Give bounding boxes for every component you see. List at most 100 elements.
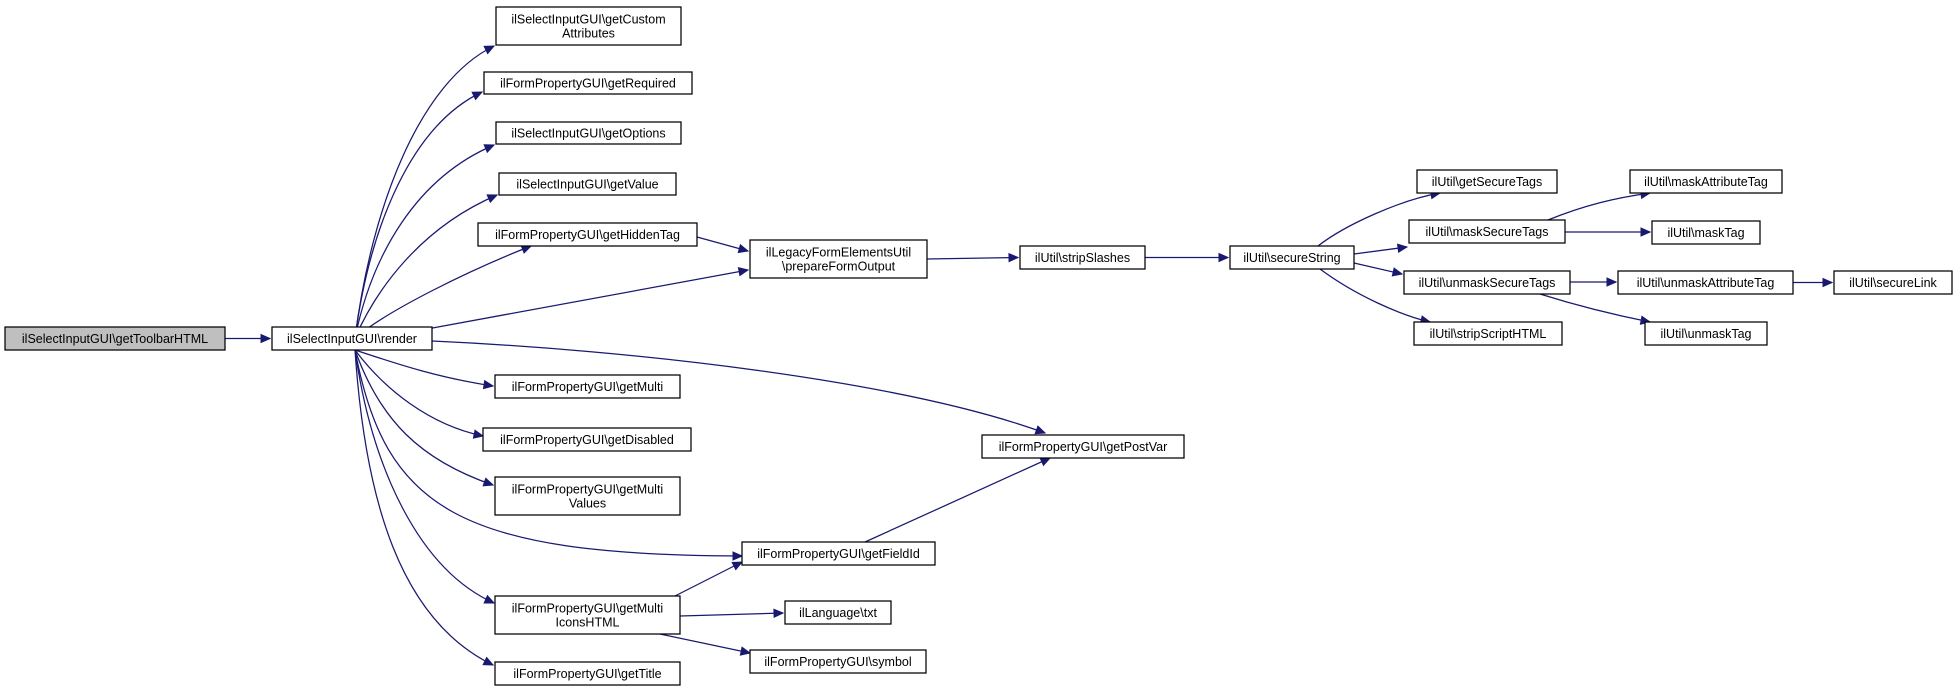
node-box [1416, 169, 1558, 194]
node-label: ilUtil\maskAttributeTag [1644, 175, 1768, 189]
node-secure-string[interactable]: ilUtil\secureString [1229, 245, 1355, 270]
edge-render-to-getMulti [354, 349, 495, 390]
edge-line [1317, 192, 1441, 247]
edge-maskSecureTags-to-maskAttributeTag [1547, 189, 1652, 221]
arrowhead-icon [483, 144, 496, 154]
node-mask-tag[interactable]: ilUtil\maskTag [1651, 220, 1761, 245]
node-get-required[interactable]: ilFormPropertyGUI\getRequired [483, 71, 693, 95]
node-unmask-attribute-tag[interactable]: ilUtil\unmaskAttributeTag [1617, 270, 1794, 295]
node-unmask-tag[interactable]: ilUtil\unmaskTag [1644, 321, 1768, 346]
node-symbol[interactable]: ilFormPropertyGUI\symbol [749, 649, 927, 674]
edge-render-to-getPostVar [431, 340, 1047, 435]
node-prepare-form-output[interactable]: ilLegacyFormElementsUtil\prepareFormOutp… [749, 239, 928, 279]
edge-line [679, 612, 784, 617]
arrowhead-icon [472, 429, 485, 439]
node-label: ilFormPropertyGUI\getPostVar [999, 440, 1168, 454]
arrowhead-icon [737, 267, 750, 277]
arrowhead-icon [1039, 457, 1052, 467]
edge-secureString-to-unmaskSecureTags [1353, 262, 1404, 277]
node-get-multi[interactable]: ilFormPropertyGUI\getMulti [494, 374, 681, 399]
node-box [271, 326, 433, 351]
node-box [494, 374, 681, 399]
node-box [495, 121, 682, 145]
node-label: ilFormPropertyGUI\getFieldId [757, 547, 920, 561]
arrowhead-icon [1640, 227, 1652, 237]
node-box [1833, 270, 1953, 295]
edge-secureString-to-maskSecureTags [1353, 243, 1409, 255]
node-get-value[interactable]: ilSelectInputGUI\getValue [498, 172, 677, 196]
node-label: ilFormPropertyGUI\getRequired [500, 77, 676, 91]
node-label: ilFormPropertyGUI\getTitle [513, 667, 661, 681]
node-box [498, 172, 677, 196]
node-get-field-id[interactable]: ilFormPropertyGUI\getFieldId [741, 541, 936, 566]
arrowhead-icon [1218, 252, 1230, 263]
node-mask-attribute-tag[interactable]: ilUtil\maskAttributeTag [1629, 169, 1783, 194]
node-get-secure-tags[interactable]: ilUtil\getSecureTags [1416, 169, 1558, 194]
node-label: ilFormPropertyGUI\getMulti [512, 380, 663, 394]
node-label: ilFormPropertyGUI\symbol [764, 655, 911, 669]
edge-getHiddenTag-to-prepareFormOutput [696, 236, 750, 254]
node-box [483, 71, 693, 95]
node-box [1651, 220, 1761, 245]
node-txt[interactable]: ilLanguage\txt [784, 600, 892, 625]
node-box [749, 649, 927, 674]
node-box [741, 541, 936, 566]
edge-line [354, 349, 494, 387]
node-get-hidden-tag[interactable]: ilFormPropertyGUI\getHiddenTag [477, 222, 698, 247]
node-label: ilFormPropertyGUI\getDisabled [500, 433, 674, 447]
edge-prepareFormOutput-to-stripSlashes [926, 252, 1020, 263]
node-box [494, 595, 681, 635]
arrowhead-icon [483, 45, 496, 55]
edge-line [354, 349, 743, 557]
edge-line [926, 256, 1019, 260]
node-box [1617, 270, 1794, 295]
node-get-disabled[interactable]: ilFormPropertyGUI\getDisabled [482, 427, 692, 452]
node-get-options[interactable]: ilSelectInputGUI\getOptions [495, 121, 682, 145]
edge-getFieldId-to-getPostVar [864, 457, 1052, 543]
arrowhead-icon [482, 477, 495, 487]
node-label: ilSelectInputGUI\render [287, 332, 417, 346]
edge-line [354, 349, 495, 604]
node-strip-script-h-t-m-l[interactable]: ilUtil\stripScriptHTML [1413, 321, 1563, 346]
node-label: ilUtil\secureString [1243, 251, 1340, 265]
node-strip-slashes[interactable]: ilUtil\stripSlashes [1019, 245, 1146, 270]
edge-line [354, 144, 495, 339]
node-get-title[interactable]: ilFormPropertyGUI\getTitle [494, 661, 681, 686]
arrowhead-icon [1008, 252, 1020, 263]
edge-line [354, 91, 483, 339]
node-label: IconsHTML [556, 616, 620, 630]
arrowhead-icon [1822, 277, 1834, 288]
node-box [784, 600, 892, 625]
node-render[interactable]: ilSelectInputGUI\render [271, 326, 433, 351]
node-mask-secure-tags[interactable]: ilUtil\maskSecureTags [1408, 219, 1566, 244]
node-secure-link[interactable]: ilUtil\secureLink [1833, 270, 1953, 295]
node-box [495, 6, 682, 46]
node-get-toolbar-h-t-m-l[interactable]: ilSelectInputGUI\getToolbarHTML [4, 326, 226, 351]
node-label: \prepareFormOutput [782, 260, 896, 274]
node-label: ilSelectInputGUI\getToolbarHTML [22, 332, 208, 346]
edge-line [354, 349, 494, 666]
node-get-post-var[interactable]: ilFormPropertyGUI\getPostVar [981, 434, 1185, 459]
edge-render-to-getMultiIconsHTML [354, 349, 496, 604]
node-box [494, 661, 681, 686]
node-label: ilSelectInputGUI\getOptions [511, 127, 665, 141]
edge-unmaskAttributeTag-to-secureLink [1793, 277, 1834, 288]
arrowhead-icon [486, 194, 499, 204]
node-unmask-secure-tags[interactable]: ilUtil\unmaskSecureTags [1403, 270, 1571, 295]
edge-render-to-prepareFormOutput [426, 267, 750, 330]
node-label: ilUtil\unmaskAttributeTag [1637, 276, 1775, 290]
arrowhead-icon [732, 551, 744, 561]
node-label: ilSelectInputGUI\getCustom [511, 13, 665, 27]
edge-line [354, 245, 532, 339]
node-box [494, 476, 681, 516]
node-label: ilUtil\unmaskTag [1660, 327, 1751, 341]
node-label: Values [569, 497, 606, 511]
edge-render-to-getTitle [354, 349, 495, 666]
nodes-layer: ilSelectInputGUI\getToolbarHTML ilSelectI… [4, 6, 1953, 686]
edge-line [431, 340, 1046, 434]
node-box [1403, 270, 1571, 295]
edge-render-to-getDisabled [354, 349, 485, 439]
